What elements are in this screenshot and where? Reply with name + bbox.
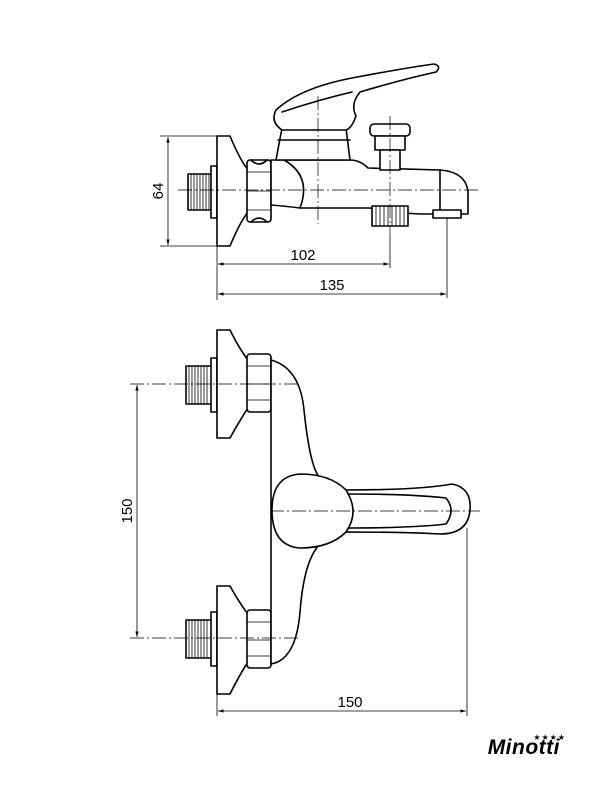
dim-side-inlet-outlet: 102 [290, 247, 315, 264]
side-hex-nut [246, 159, 272, 223]
dim-front-overall-width: 150 [337, 694, 362, 711]
side-cartridge [275, 127, 351, 161]
front-dimensions: 150 150 [119, 385, 468, 716]
side-inlet-thread [187, 165, 218, 219]
side-dimensions: 64 102 135 [150, 135, 448, 300]
side-wall-flange [216, 135, 249, 247]
front-view [130, 329, 480, 695]
side-mixer-body [270, 159, 469, 215]
logo-text: Minotti [487, 736, 560, 759]
dim-front-inlet-spacing: 150 [119, 498, 136, 523]
brand-logo: Minotti ★★★★ [487, 733, 565, 770]
side-lever-handle [273, 63, 440, 131]
dim-side-overall: 135 [319, 277, 344, 294]
side-view [178, 63, 480, 247]
logo-stars: ★★★★ [533, 733, 566, 742]
front-lower-inlet [185, 585, 272, 695]
side-aerator [432, 209, 462, 219]
dim-side-height: 64 [150, 183, 167, 200]
